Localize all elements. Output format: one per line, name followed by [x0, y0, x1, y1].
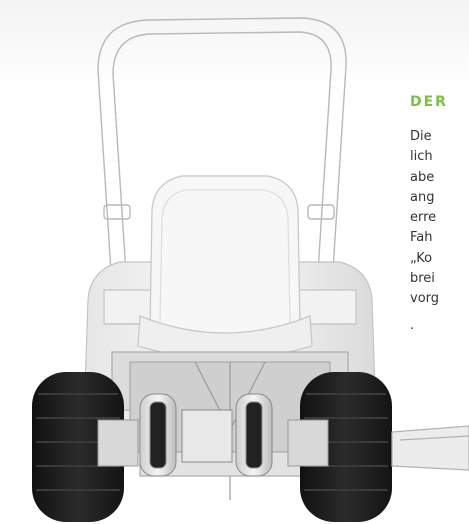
section-heading: DER	[410, 94, 448, 110]
paragraph-trailing-text: .	[410, 317, 415, 333]
paragraph-line: lich	[410, 149, 433, 165]
paragraph-line: vorg	[410, 291, 440, 307]
right-rear-tire	[287, 372, 392, 522]
paragraph-line: Fah	[410, 230, 433, 246]
paragraph-line: brei	[410, 271, 435, 287]
side-arm	[391, 425, 469, 471]
paragraph-line: „Ko	[410, 250, 433, 266]
paragraph-line: erre	[410, 210, 437, 226]
paragraph-line: ang	[410, 189, 435, 205]
left-rear-tire	[32, 372, 139, 522]
inner-rollers	[139, 393, 273, 477]
section-paragraph: Die lich abe ang erre Fah „Ko brei vorg …	[410, 127, 469, 336]
header-shade	[0, 0, 469, 90]
seat	[137, 175, 313, 360]
paragraph-line: Die	[410, 129, 432, 144]
paragraph-line: abe	[410, 169, 435, 185]
